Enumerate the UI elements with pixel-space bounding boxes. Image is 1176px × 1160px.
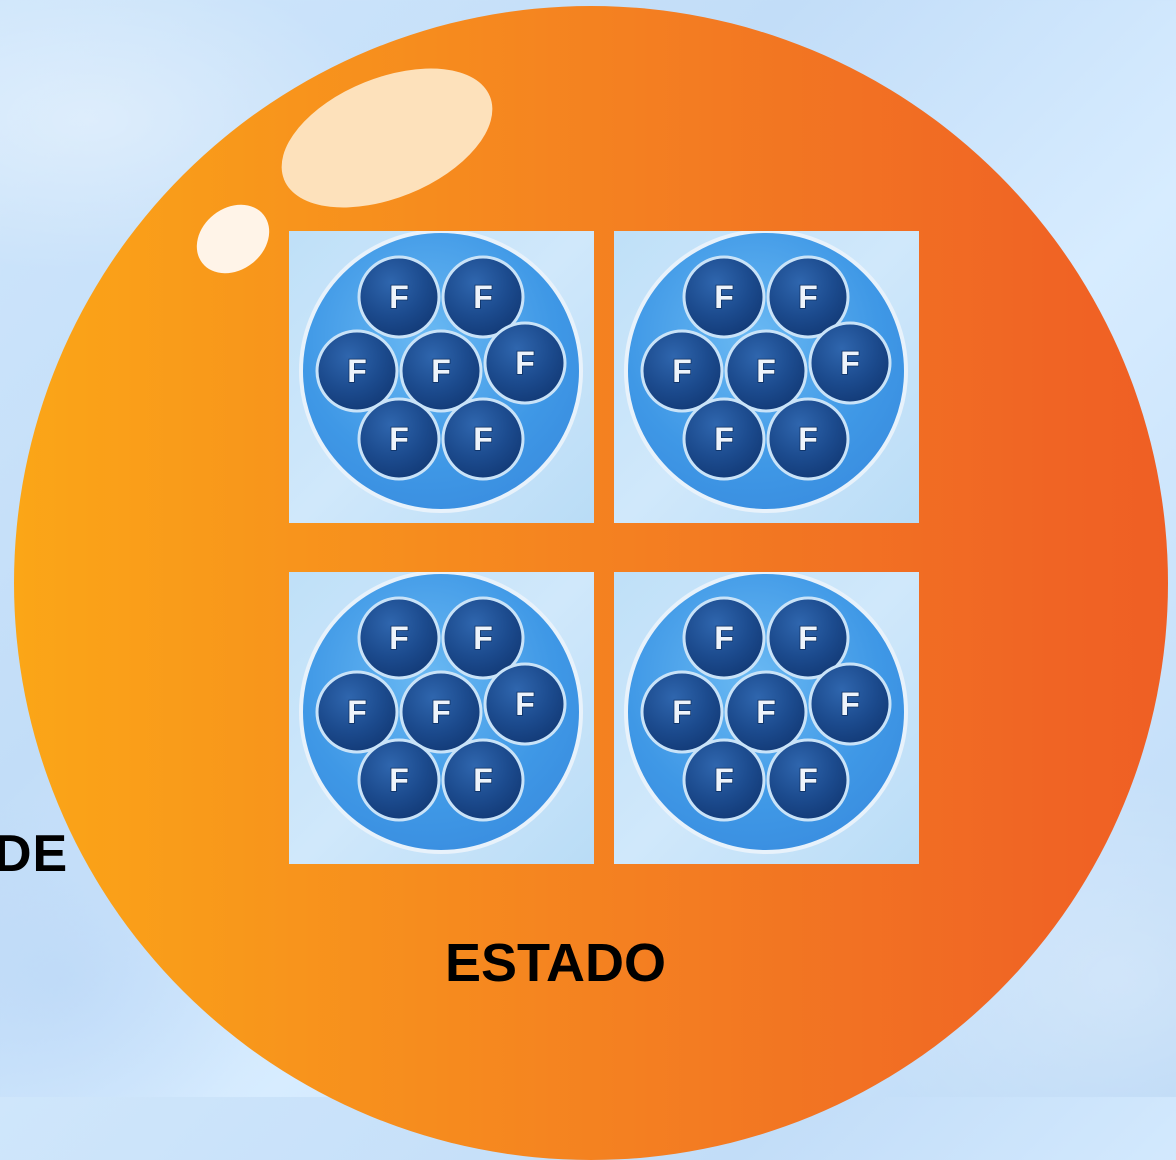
family-circle: F (640, 329, 724, 413)
family-circle: F (399, 670, 483, 754)
family-circle: F (766, 738, 850, 822)
family-circle: F (808, 662, 892, 746)
family-letter: F (756, 353, 776, 389)
family-circle: F (724, 670, 808, 754)
family-letter: F (714, 620, 734, 656)
family-letter: F (840, 686, 860, 722)
family-circle: F (766, 397, 850, 481)
family-circle: F (766, 596, 850, 680)
family-letter: F (431, 694, 451, 730)
family-circle: F (441, 738, 525, 822)
family-circle: F (682, 738, 766, 822)
family-letter: F (840, 345, 860, 381)
family-circle: F (315, 329, 399, 413)
family-letter: F (431, 353, 451, 389)
family-letter: F (473, 279, 493, 315)
family-letter: F (798, 421, 818, 457)
family-letter: F (473, 620, 493, 656)
shine-highlight-small (183, 190, 283, 288)
family-circle: F (357, 738, 441, 822)
family-letter: F (515, 345, 535, 381)
family-circle: F (441, 255, 525, 339)
family-letter: F (389, 279, 409, 315)
family-letter: F (672, 353, 692, 389)
family-circle: F (357, 397, 441, 481)
family-letter: F (756, 694, 776, 730)
family-circle: F (399, 329, 483, 413)
left-cut-label: DE (0, 825, 69, 883)
family-circle: F (483, 662, 567, 746)
family-circle: F (640, 670, 724, 754)
family-circle: F (315, 670, 399, 754)
family-letter: F (714, 762, 734, 798)
family-circle: F (483, 321, 567, 405)
family-letter: F (389, 620, 409, 656)
family-circle: F (357, 596, 441, 680)
family-circle: F (357, 255, 441, 339)
family-circle: F (808, 321, 892, 405)
shine-highlight (261, 40, 513, 236)
family-circle: F (682, 397, 766, 481)
family-letter: F (515, 686, 535, 722)
family-letter: F (347, 353, 367, 389)
family-circle: F (441, 596, 525, 680)
family-letter: F (672, 694, 692, 730)
family-letter: F (798, 762, 818, 798)
family-letter: F (714, 421, 734, 457)
family-letter: F (389, 421, 409, 457)
family-circle: F (441, 397, 525, 481)
family-circle: F (766, 255, 850, 339)
family-letter: F (798, 620, 818, 656)
family-circle: F (682, 596, 766, 680)
family-letter: F (714, 279, 734, 315)
family-letter: F (347, 694, 367, 730)
family-letter: F (798, 279, 818, 315)
family-circle: F (724, 329, 808, 413)
family-letter: F (473, 762, 493, 798)
family-circle: F (682, 255, 766, 339)
family-letter: F (389, 762, 409, 798)
state-caption: ESTADO (445, 933, 667, 993)
family-letter: F (473, 421, 493, 457)
